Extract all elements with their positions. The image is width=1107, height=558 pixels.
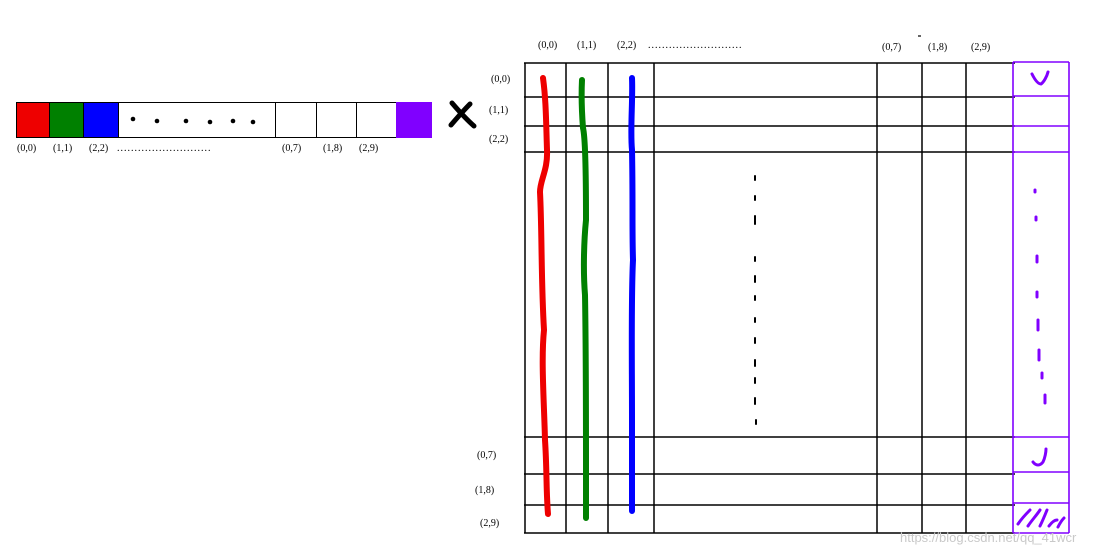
blue-column-stroke	[628, 75, 637, 514]
purple-vertical-ellipsis	[1033, 188, 1047, 405]
vector-cell-9	[356, 102, 397, 138]
matrix-col-label-0: (0,0)	[538, 40, 558, 51]
vector-label-0: (0,0)	[17, 143, 37, 154]
vector-cell-7	[275, 102, 317, 138]
matrix-col-label-8: (1,8)	[928, 42, 948, 53]
matrix-col-label-7: (0,7)	[882, 42, 902, 53]
matrix-row-label-9: (2,9)	[480, 518, 500, 529]
purple-result-column	[1012, 61, 1070, 534]
matrix-col-label-1: (1,1)	[577, 40, 597, 51]
vector-label-ellipsis: ...........................	[117, 143, 212, 154]
matrix-row-label-7: (0,7)	[477, 450, 497, 461]
watermark-text: https://blog.csdn.net/qq_41wcr	[900, 530, 1077, 545]
green-column-stroke	[578, 77, 590, 521]
red-column-stroke	[536, 75, 551, 517]
vector-cell-purple	[396, 102, 432, 138]
check-icon-top	[1030, 70, 1050, 86]
vector-label-8: (1,8)	[323, 143, 343, 154]
matrix-col-label-9: (2,9)	[971, 42, 991, 53]
multiply-operator-icon: x	[448, 100, 477, 129]
vector-cell-green	[49, 102, 84, 138]
vector-cell-blue	[83, 102, 119, 138]
matrix-row-label-1: (1,1)	[489, 105, 509, 116]
check-icon-bottom	[1031, 447, 1048, 467]
vector-label-2: (2,2)	[89, 143, 109, 154]
vector-label-9: (2,9)	[359, 143, 379, 154]
vector-label-1: (1,1)	[53, 143, 73, 154]
vector-cell-red	[16, 102, 50, 138]
matrix-col-label-2: (2,2)	[617, 40, 637, 51]
vector-ellipsis-dots	[130, 116, 256, 125]
matrix-vertical-ellipsis	[754, 175, 757, 425]
vector-label-7: (0,7)	[282, 143, 302, 154]
matrix-row-label-8: (1,8)	[475, 485, 495, 496]
vector-cell-ellipsis	[118, 102, 276, 138]
matrix-col-label-ellipsis: ...........................	[648, 40, 743, 51]
matrix-row-label-0: (0,0)	[491, 74, 511, 85]
purple-hatch-marks	[1016, 508, 1066, 529]
matrix-row-label-2: (2,2)	[489, 134, 509, 145]
matrix-grid	[524, 62, 1015, 534]
